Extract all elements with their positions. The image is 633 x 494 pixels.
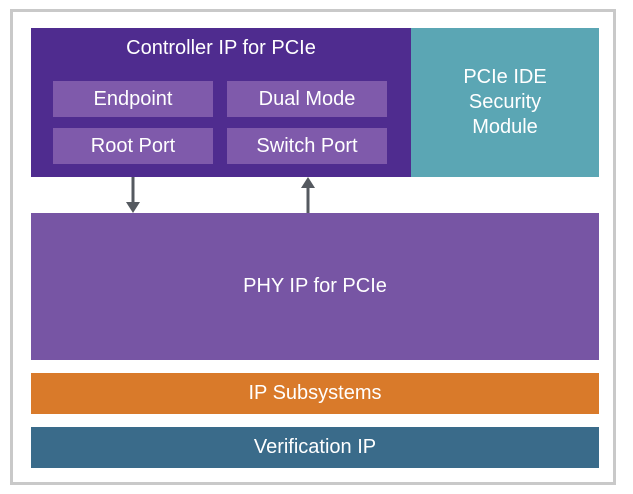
endpoint-box: Endpoint	[53, 81, 213, 117]
ide-label-line-1: PCIe IDE	[463, 66, 547, 88]
ide-security-module-block: PCIe IDE Security Module	[411, 28, 599, 177]
root-port-box: Root Port	[53, 128, 213, 164]
switch-port-box: Switch Port	[227, 128, 387, 164]
ide-label-line-3: Module	[472, 116, 538, 138]
dual-mode-box: Dual Mode	[227, 81, 387, 117]
phy-ip-block: PHY IP for PCIe	[31, 213, 599, 360]
ide-label-line-2: Security	[468, 91, 542, 113]
ip-subsystems-block: IP Subsystems	[31, 373, 599, 414]
phy-ip-label: PHY IP for PCIe	[243, 275, 387, 297]
verification-ip-block: Verification IP	[31, 427, 599, 468]
verification-ip-label: Verification IP	[253, 436, 377, 458]
ip-subsystems-label: IP Subsystems	[248, 382, 382, 404]
controller-ip-title: Controller IP for PCIe	[126, 37, 316, 59]
